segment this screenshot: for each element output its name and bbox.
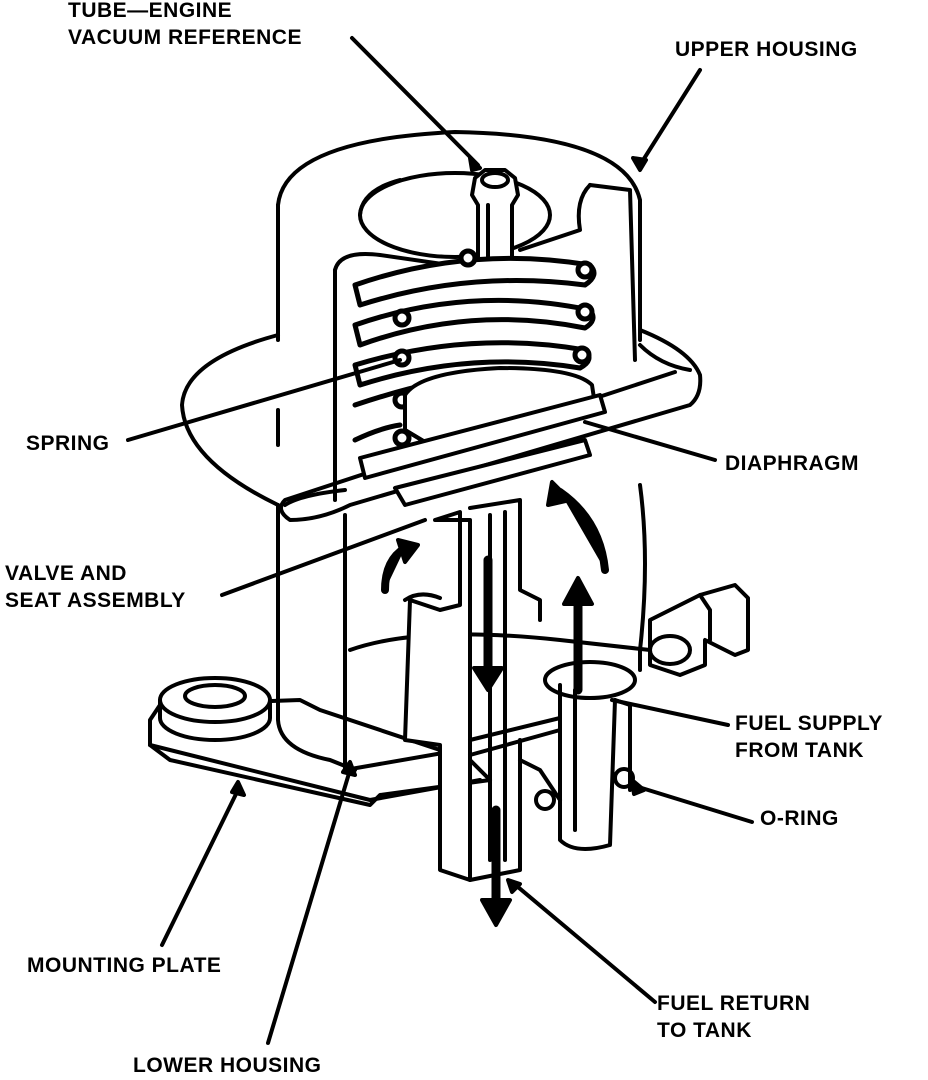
vacuum-tube-shape <box>470 168 520 264</box>
label-vacuum-reference-line1: TUBE—ENGINE <box>68 0 233 22</box>
label-o-ring-line1: O-RING <box>760 807 839 830</box>
o-ring-leader <box>630 783 754 824</box>
label-upper-housing-line1: UPPER HOUSING <box>675 38 858 61</box>
label-valve-seat-line2: SEAT ASSEMBLY <box>5 589 186 612</box>
valve-seat-shape <box>403 498 562 882</box>
label-fuel-return-line1: FUEL RETURN <box>657 992 811 1015</box>
label-mounting-plate: MOUNTING PLATE <box>27 952 221 979</box>
diaphragm-leader <box>583 420 717 462</box>
label-vacuum-reference-line2: VACUUM REFERENCE <box>68 26 302 49</box>
fuel-supply-leader <box>610 698 730 727</box>
label-fuel-supply-line2: FROM TANK <box>735 739 864 762</box>
mounting-plate-leader <box>160 788 240 947</box>
label-diaphragm-line1: DIAPHRAGM <box>725 452 859 475</box>
label-lower-housing-line1: LOWER HOUSING <box>133 1054 322 1077</box>
label-vacuum-reference: TUBE—ENGINE VACUUM REFERENCE <box>68 0 302 51</box>
fuel-return-leader <box>510 880 657 1004</box>
label-fuel-supply: FUEL SUPPLY FROM TANK <box>735 710 883 764</box>
spring-shape <box>352 248 597 448</box>
diaphragm-shape <box>358 366 607 507</box>
label-upper-housing: UPPER HOUSING <box>675 36 858 63</box>
label-mounting-plate-line1: MOUNTING PLATE <box>27 954 222 977</box>
label-valve-seat-assembly: VALVE AND SEAT ASSEMBLY <box>5 560 186 614</box>
upper-housing-shape <box>276 130 692 502</box>
label-fuel-return: FUEL RETURN TO TANK <box>657 990 810 1044</box>
label-fuel-supply-line1: FUEL SUPPLY <box>735 712 883 735</box>
label-lower-housing: LOWER HOUSING <box>133 1052 322 1079</box>
label-o-ring: O-RING <box>760 805 839 832</box>
label-diaphragm: DIAPHRAGM <box>725 450 859 477</box>
spring-leader <box>126 358 402 442</box>
leader-lines <box>126 36 754 1045</box>
side-clip-shape <box>648 583 750 677</box>
valve-seat-leader <box>220 518 427 597</box>
fuel-supply-inlet-shape <box>534 660 637 851</box>
lower-housing-leader <box>266 768 352 1045</box>
label-fuel-return-line2: TO TANK <box>657 1019 752 1042</box>
label-valve-seat-line1: VALVE AND <box>5 562 127 585</box>
upper-housing-leader <box>638 68 702 167</box>
label-spring: SPRING <box>26 430 110 457</box>
vacuum-ref-leader <box>350 36 480 167</box>
mounting-plate-shape <box>148 676 492 807</box>
label-spring-line1: SPRING <box>26 432 110 455</box>
flow-arrows <box>381 480 609 927</box>
